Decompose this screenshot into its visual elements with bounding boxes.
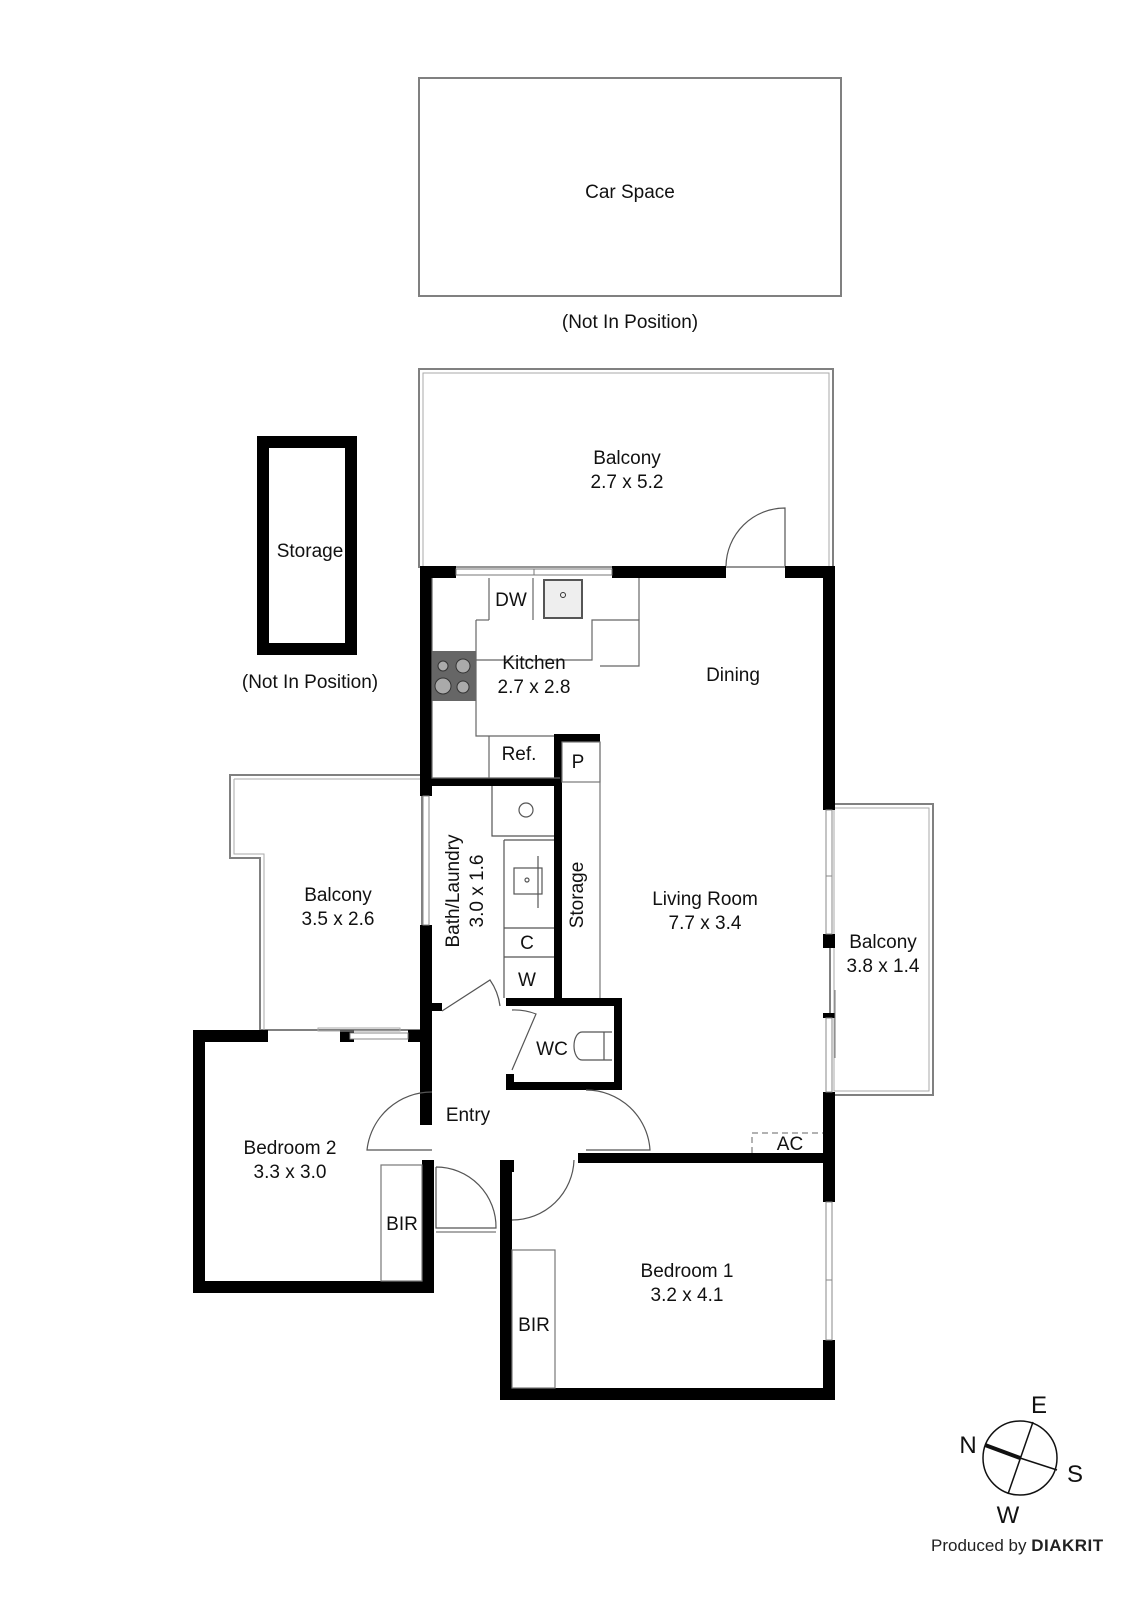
compass-west-label: W xyxy=(996,1502,1020,1529)
room-dims: 2.7 x 5.2 xyxy=(590,472,664,493)
exterior-walls xyxy=(193,566,835,1400)
produced-by-credit: Produced by DIAKRIT xyxy=(931,1536,1104,1556)
fixture-ac: AC xyxy=(776,1134,804,1155)
room-dims: 7.7 x 3.4 xyxy=(668,913,742,934)
room-kitchen: Kitchen 2.7 x 2.8 xyxy=(498,652,571,700)
remote-storage-note: (Not In Position) xyxy=(241,672,379,693)
room-name: Bath/Laundry xyxy=(443,834,464,948)
room-balcony-right: Balcony 3.8 x 1.4 xyxy=(847,931,920,979)
bath-fixtures xyxy=(491,786,554,998)
room-name: Bedroom 2 xyxy=(243,1138,337,1159)
room-wc: WC xyxy=(536,1039,568,1060)
room-living: Living Room 7.7 x 3.4 xyxy=(652,888,758,936)
brand-logo: DIAKRIT xyxy=(1031,1536,1104,1555)
fixture-cupboard: C xyxy=(520,933,534,954)
fixture-pantry: P xyxy=(571,752,585,773)
room-name: Kitchen xyxy=(502,653,566,674)
room-dims: 3.0 x 1.6 xyxy=(467,854,488,928)
remote-storage-label: Storage xyxy=(276,541,344,562)
fixture-bir-bedroom-2: BIR xyxy=(386,1214,418,1235)
compass-south-label: S xyxy=(1066,1461,1084,1488)
room-entry: Entry xyxy=(445,1105,491,1126)
car-space-label: Car Space xyxy=(585,182,675,203)
top-sliding-door xyxy=(455,568,613,576)
compass-north-label: N xyxy=(959,1432,977,1459)
room-name: Balcony xyxy=(849,932,917,953)
ac-unit-outline xyxy=(751,1132,823,1153)
car-space-outline xyxy=(418,77,842,297)
cooktop-icon xyxy=(432,651,476,701)
room-balcony-top: Balcony 2.7 x 5.2 xyxy=(591,447,664,495)
compass-east-label: E xyxy=(1030,1392,1048,1419)
room-dims: 3.2 x 4.1 xyxy=(650,1285,724,1306)
entry-door-swing-right xyxy=(585,1089,651,1151)
balcony-right-outline xyxy=(829,803,934,1096)
room-bath-laundry: Bath/Laundry 3.0 x 1.6 xyxy=(442,834,490,947)
fixture-bir-bedroom-1: BIR xyxy=(518,1315,550,1336)
entry-door-swing-left xyxy=(366,1091,433,1151)
toilet-icon xyxy=(573,1031,612,1061)
fixture-refrigerator: Ref. xyxy=(501,744,537,765)
room-dims: 3.8 x 1.4 xyxy=(846,956,920,977)
car-space-note: (Not In Position) xyxy=(561,312,699,333)
room-storage-inner: Storage xyxy=(567,861,588,929)
remote-storage-walls xyxy=(257,436,357,655)
room-dims: 3.3 x 3.0 xyxy=(253,1162,327,1183)
room-dining: Dining xyxy=(706,665,760,686)
room-dims: 3.5 x 2.6 xyxy=(301,909,375,930)
fixture-dishwasher: DW xyxy=(495,590,527,611)
balcony-door-swing xyxy=(725,507,786,567)
credit-prefix: Produced by xyxy=(931,1536,1027,1555)
room-dims: 2.7 x 2.8 xyxy=(497,677,571,698)
compass-icon xyxy=(982,1420,1058,1496)
room-balcony-left: Balcony 3.5 x 2.6 xyxy=(302,884,375,932)
interior-walls xyxy=(420,734,622,1090)
kitchen-sink-icon xyxy=(543,579,583,619)
room-name: Living Room xyxy=(652,889,758,910)
room-name: Balcony xyxy=(593,448,661,469)
room-name: Bedroom 1 xyxy=(640,1261,734,1282)
room-bedroom-1: Bedroom 1 3.2 x 4.1 xyxy=(641,1260,734,1308)
room-name: Balcony xyxy=(304,885,372,906)
fixture-washer: W xyxy=(518,970,536,991)
room-bedroom-2: Bedroom 2 3.3 x 3.0 xyxy=(244,1137,337,1185)
